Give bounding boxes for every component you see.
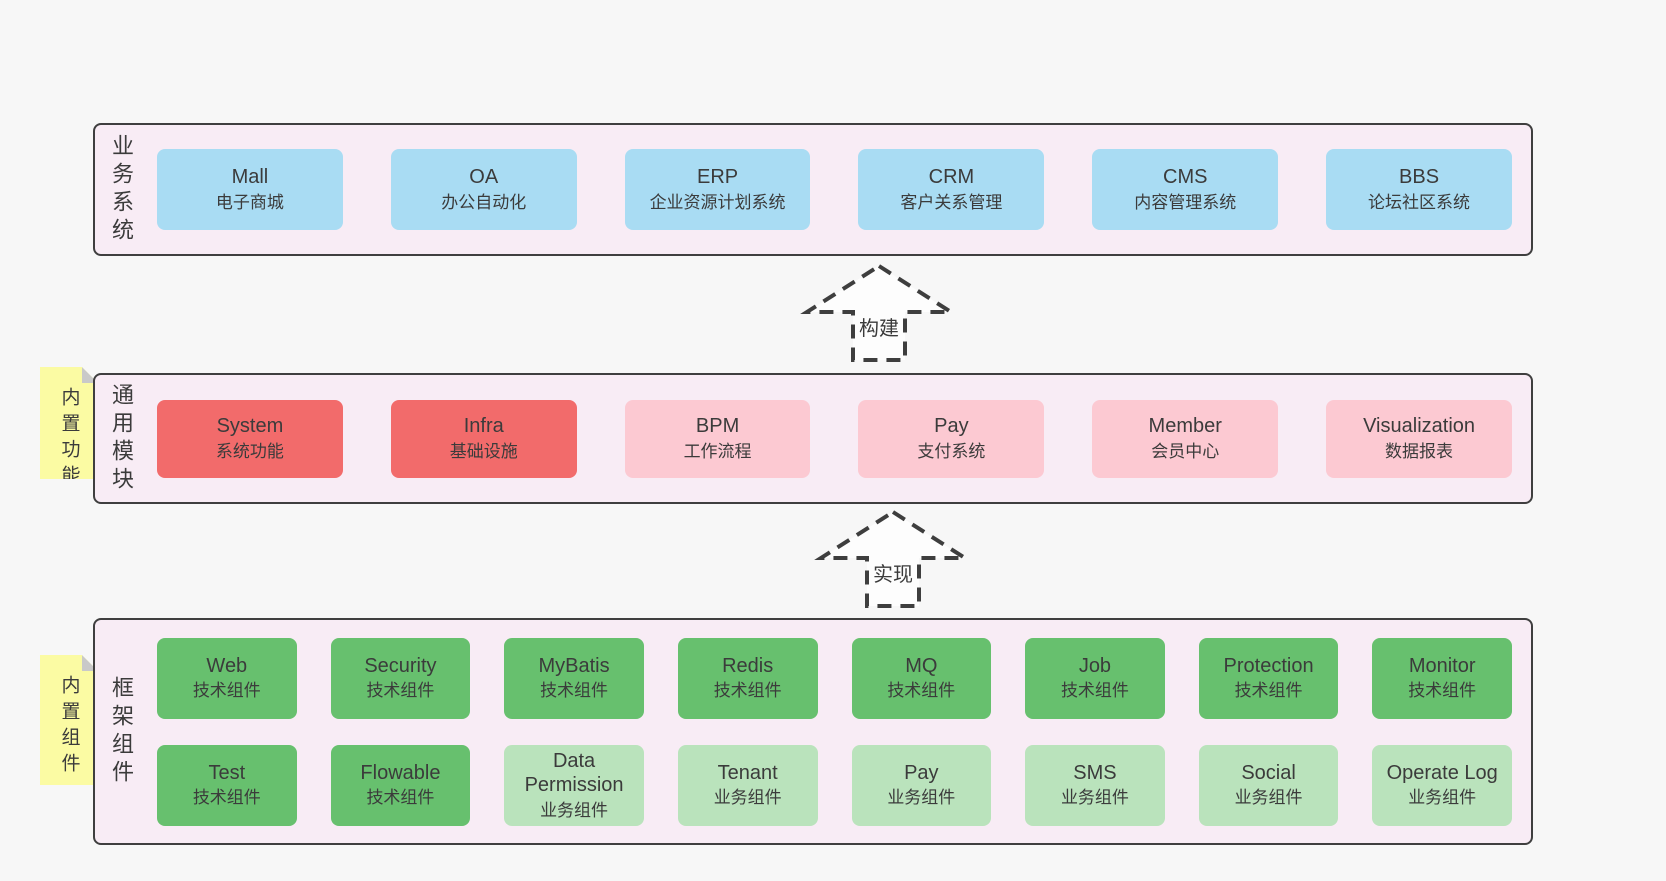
sticky-note-builtin-features: 内置功能 [40, 367, 98, 479]
layer-label-business: 业务系统 [109, 133, 134, 246]
arrow-implement-label: 实现 [870, 558, 916, 587]
sticky-note-builtin-components: 内置组件 [40, 655, 98, 785]
sticky-note-text: 内置组件 [58, 675, 80, 779]
layer-label-components: 框架组件 [109, 675, 134, 788]
arrow-build-label: 构建 [856, 312, 902, 341]
layer-label-modules: 通用模块 [109, 382, 134, 495]
sticky-note-text: 内置功能 [58, 387, 80, 491]
